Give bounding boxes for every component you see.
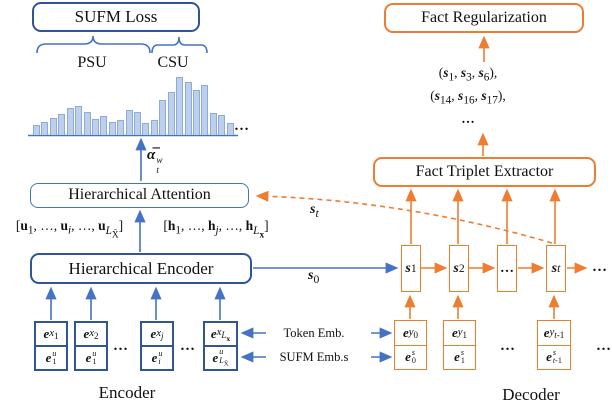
fact-regularization-label: Fact Regularization [421, 8, 547, 26]
psu-label: PSU [77, 54, 107, 71]
decoder-state-trailing-ellipsis: … [592, 259, 608, 275]
decoder-embedding-ellipsis-1: … [500, 338, 516, 354]
fact-regularization-box: Fact Regularization [384, 3, 584, 33]
histogram-bar [66, 108, 74, 135]
histogram-bar [159, 100, 167, 135]
histogram-bar [91, 119, 99, 135]
histogram-bar [41, 122, 49, 135]
histogram-bar [209, 113, 217, 135]
hierarchical-attention-box: Hierarchical Attention [30, 183, 249, 208]
histogram [33, 75, 234, 135]
histogram-bar [218, 115, 226, 135]
histogram-bar [167, 92, 175, 135]
csu-label: CSU [157, 54, 189, 71]
histogram-bar [83, 112, 91, 135]
histogram-bar [58, 114, 66, 135]
histogram-bar [108, 122, 116, 135]
hierarchical-encoder-box: Hierarchical Encoder [30, 253, 252, 284]
encoder-embedding-ellipsis-2: … [180, 338, 196, 354]
histogram-ellipsis: … [234, 118, 250, 134]
histogram-bar [150, 120, 158, 135]
histogram-bar [142, 123, 150, 135]
histogram-bar [193, 90, 201, 135]
fact-triplets-text: (s1, s3, s6), (s14, s16, s17), … [403, 63, 533, 129]
decoder-state-ellipsis-box: … [497, 245, 517, 292]
s0-label: s0 [308, 268, 320, 286]
histogram-bar [201, 85, 209, 135]
csu-brace [151, 36, 208, 54]
histogram-bar [117, 120, 125, 135]
hierarchical-encoder-label: Hierarchical Encoder [68, 258, 214, 278]
decoder-caption: Decoder [502, 385, 560, 404]
fact-triplet-ellipsis: … [461, 111, 475, 126]
sufm-loss-label: SUFM Loss [74, 7, 158, 27]
h-vector-label: [h1, …, hj, …, hLx] [163, 218, 269, 240]
psu-brace [36, 35, 151, 54]
decoder-embedding-ellipsis-2: … [596, 338, 612, 354]
encoder-embedding-ellipsis-1: … [113, 338, 129, 354]
fact-triplet-line-1: (s1, s3, s6), [438, 65, 498, 84]
histogram-bar [176, 77, 184, 135]
sufm-emb-label: SUFM Emb.s [279, 350, 349, 364]
histogram-bar [125, 110, 133, 135]
histogram-bar [184, 82, 192, 135]
histogram-bar [49, 118, 57, 135]
u-vector-label: [u1, …, ui, …, uLX̄] [15, 218, 124, 240]
histogram-bar [75, 106, 83, 135]
st-feedback-label: st [310, 202, 319, 220]
sufm-loss-box: SUFM Loss [32, 2, 200, 32]
histogram-bar [226, 123, 234, 135]
fact-triplet-extractor-label: Fact Triplet Extractor [415, 162, 554, 180]
st-feedback-dashed-arrow [255, 190, 553, 244]
fact-triplet-line-2: (s14, s16, s17), [430, 88, 506, 107]
fact-triplet-extractor-box: Fact Triplet Extractor [373, 157, 596, 187]
encoder-caption: Encoder [98, 383, 156, 402]
histogram-bar [134, 112, 142, 135]
histogram-bar [100, 116, 108, 135]
hierarchical-attention-label: Hierarchical Attention [68, 186, 211, 204]
token-emb-label: Token Emb. [283, 326, 345, 340]
histogram-bar [33, 125, 40, 135]
